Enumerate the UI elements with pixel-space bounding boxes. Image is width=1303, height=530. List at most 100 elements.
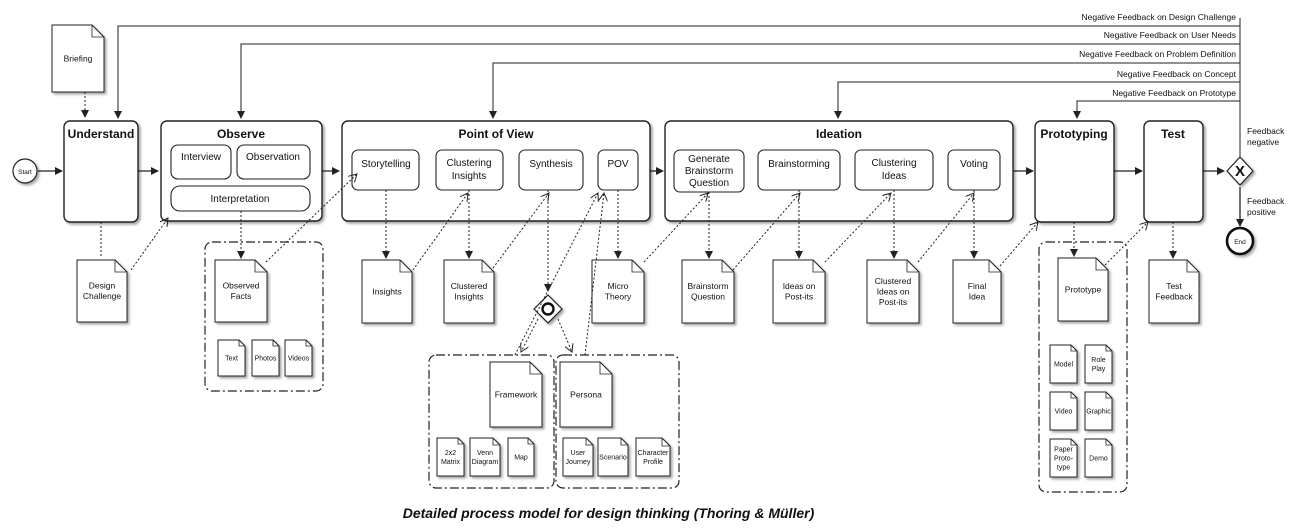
x-icon: X <box>1235 163 1245 180</box>
doc-framework: Framework <box>489 361 543 428</box>
generate-question-line2: Brainstorm <box>685 166 733 177</box>
end-label: End <box>1234 239 1246 246</box>
pov-activity-label: POV <box>607 159 628 170</box>
doc-label: Insights <box>454 292 483 302</box>
doc-label: Videos <box>288 355 310 362</box>
stage-ideation-label: Ideation <box>816 127 862 141</box>
start-label: Start <box>18 169 32 176</box>
feedback-gateway-labels: Feedback negative Feedback positive <box>1247 126 1285 217</box>
documents-layer: BriefingDesignChallengeObservedFactsText… <box>51 24 1200 478</box>
doc-scenario: Scenario <box>597 437 629 477</box>
doc-label: Text <box>225 355 238 362</box>
doc-briefing: Briefing <box>51 24 105 93</box>
storytelling-label: Storytelling <box>361 159 410 170</box>
doc-prototype: Prototype <box>1057 257 1109 322</box>
feedback-prototype-label: Negative Feedback on Prototype <box>1112 88 1236 98</box>
observation-label: Observation <box>246 152 300 163</box>
doc-label: Proto- <box>1054 455 1074 462</box>
doc-label: Play <box>1092 366 1106 373</box>
doc-demo: Demo <box>1084 438 1113 478</box>
framework-group <box>428 354 555 489</box>
doc-map: Map <box>507 437 535 477</box>
doc-label: Paper <box>1054 446 1073 453</box>
stage-observe-label: Observe <box>217 127 265 141</box>
stage-test-label: Test <box>1161 127 1185 141</box>
doc-label: Feedback <box>1155 292 1193 302</box>
figure-caption: Detailed process model for design thinki… <box>402 505 815 521</box>
feedback-problem-definition-label: Negative Feedback on Problem Definition <box>1079 49 1236 59</box>
doc-label: Persona <box>570 389 602 399</box>
doc-label: type <box>1057 464 1070 471</box>
doc-label: Insights <box>372 286 401 296</box>
feedback-gateway: X <box>1226 156 1254 186</box>
doc-label: Design <box>89 281 116 291</box>
doc-video: Video <box>1049 391 1078 431</box>
clustering-ideas-line1: Clustering <box>871 158 916 169</box>
stage-prototyping-label: Prototyping <box>1040 127 1107 141</box>
doc-label: Profile <box>643 459 663 466</box>
doc-label: Diagram <box>472 459 499 466</box>
doc-label: 2x2 <box>445 450 456 457</box>
observed-facts-group <box>204 241 324 392</box>
doc-label: User <box>571 450 586 457</box>
doc-label: Micro <box>608 281 629 291</box>
doc-label: Facts <box>231 291 252 301</box>
clustering-insights-line1: Clustering <box>446 158 491 169</box>
doc-label: Demo <box>1089 455 1108 462</box>
doc-label: Challenge <box>83 291 122 301</box>
stage-test: Test <box>1143 120 1204 223</box>
doc-persona: Persona <box>559 361 613 428</box>
stage-understand-label: Understand <box>68 127 135 141</box>
doc-label: Test <box>1166 281 1182 291</box>
interview-label: Interview <box>181 152 222 163</box>
doc-label: Question <box>691 292 725 302</box>
clustering-insights-line2: Insights <box>452 171 486 182</box>
doc-text: Text <box>217 339 246 377</box>
clustering-ideas-line2: Ideas <box>882 171 906 182</box>
doc-label: Photos <box>255 355 277 362</box>
generate-question-line3: Question <box>689 178 729 189</box>
doc-label: Video <box>1055 408 1073 415</box>
doc-label: Idea <box>969 292 986 302</box>
feedback-positive-line1: Feedback <box>1247 196 1285 206</box>
feedback-negative-line1: Feedback <box>1247 126 1285 136</box>
doc-label: Brainstorm <box>687 281 728 291</box>
doc-label: Scenario <box>599 454 627 461</box>
feedback-user-needs-label: Negative Feedback on User Needs <box>1104 30 1236 40</box>
doc-label: Ideas on <box>877 286 910 296</box>
associations <box>81 92 1177 356</box>
doc-label: Post-its <box>879 297 907 307</box>
doc-label: Map <box>514 454 528 461</box>
voting-label: Voting <box>960 159 988 170</box>
stage-understand: Understand <box>63 120 139 223</box>
persona-group <box>555 354 680 489</box>
start-event: Start <box>12 158 38 184</box>
doc-label: Matrix <box>441 459 461 466</box>
synthesis-label: Synthesis <box>529 159 572 170</box>
stage-point-of-view: Point of View Storytelling Clustering In… <box>341 120 651 222</box>
doc-model: Model <box>1049 344 1078 384</box>
doc-label: Graphic <box>1086 408 1111 415</box>
interpretation-label: Interpretation <box>211 194 270 205</box>
doc-label: Clustered <box>451 281 488 291</box>
doc-videos: Videos <box>284 339 313 377</box>
doc-label: Model <box>1054 361 1074 368</box>
doc-label: Briefing <box>64 53 93 63</box>
feedback-negative-line2: negative <box>1247 137 1279 147</box>
feedback-labels: Negative Feedback on Design Challenge Ne… <box>1079 12 1237 98</box>
doc-label: Post-its <box>785 292 813 302</box>
doc-label: Theory <box>605 292 632 302</box>
doc-label: Character <box>638 450 669 457</box>
doc-label: Journey <box>566 459 591 466</box>
end-event: End <box>1225 226 1255 256</box>
